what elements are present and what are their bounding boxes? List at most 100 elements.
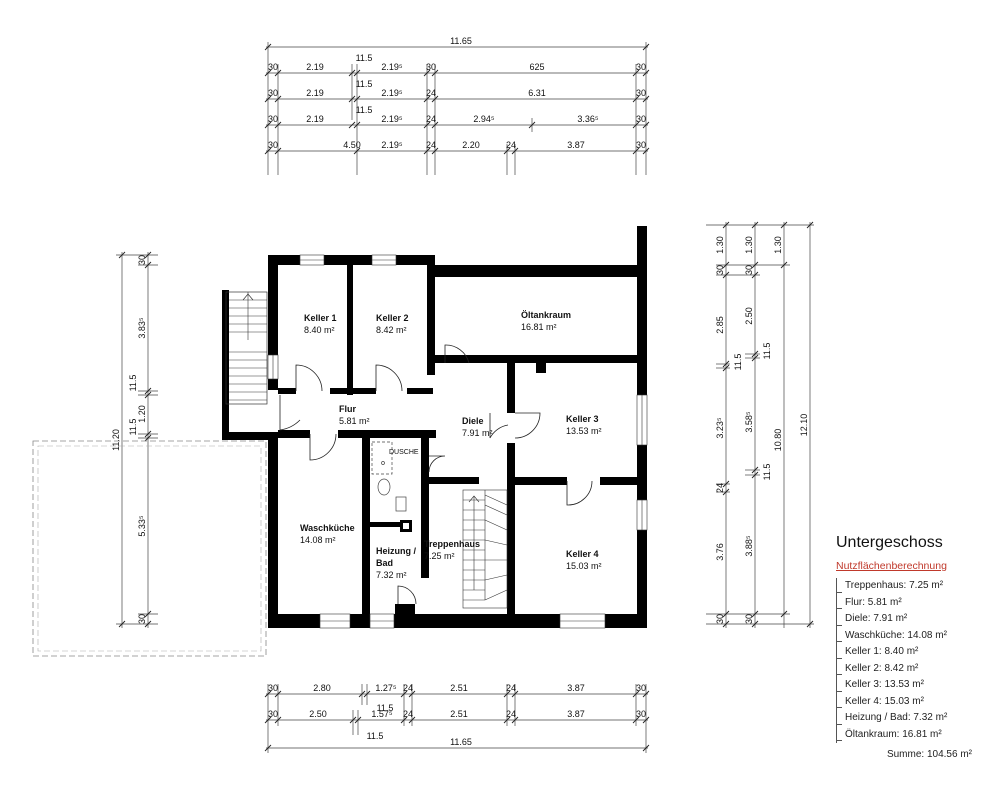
legend-subtitle: Nutzflächenberechnung (836, 560, 947, 572)
room-keller-1-name: Keller 1 (304, 313, 337, 323)
room-keller-4-name: Keller 4 (566, 549, 599, 559)
dim-bottom-r2-3: 24 (403, 709, 413, 719)
room-keller-3-name: Keller 3 (566, 414, 599, 424)
room-flur-area: 5.81 m² (339, 416, 370, 426)
dim-left-2: 11.5 (128, 375, 138, 392)
dim-right-c1-3: 11.5 (733, 354, 743, 371)
walls (268, 226, 647, 628)
room-diele-name: Diele (462, 416, 484, 426)
dim-top-r2-0: 30 (268, 88, 278, 98)
dim-top-r3-7: 30 (636, 114, 646, 124)
dim-top-r3-3: 2.19⁵ (381, 114, 403, 124)
legend-item: Keller 3: 13.53 m² (837, 677, 986, 694)
top-dimensions: 11.65 30 2.19 11.5 2.19⁵ 30 625 30 30 2.… (264, 36, 650, 175)
plan-title: Untergeschoss (836, 534, 943, 551)
dim-right-c2-7: 30 (744, 614, 754, 624)
room-labels: Keller 1 8.40 m² Keller 2 8.42 m² Öltank… (300, 310, 602, 580)
dim-right-c2-4: 3.58⁵ (744, 411, 754, 433)
dim-top-r4-4: 2.20 (462, 140, 480, 150)
left-dimensions: 11.20 30 3.83⁵ 11.5 1.20 11.5 5.33⁵ 30 (111, 251, 158, 628)
dim-right-c2-3: 11.5 (762, 343, 772, 360)
dim-bottom-overall: 11.65 (450, 737, 472, 747)
dim-bottom-r2-5: 24 (506, 709, 516, 719)
doors (279, 344, 593, 605)
dim-top-r4-2: 2.19⁵ (381, 140, 403, 150)
dim-top-r2-2: 11.5 (356, 79, 373, 89)
dim-right-c1-5: 24 (715, 483, 725, 493)
dim-left-6: 30 (137, 614, 147, 624)
dim-top-r4-0: 30 (268, 140, 278, 150)
dim-bottom-r1-1: 2.80 (313, 683, 331, 693)
dim-top-r1-6: 30 (636, 62, 646, 72)
dim-top-r4-5: 24 (506, 140, 516, 150)
dim-top-r1-3: 2.19⁵ (381, 62, 403, 72)
dim-right-c1-0: 1.30 (715, 236, 725, 254)
room-treppenhaus-area: 7.25 m² (424, 551, 455, 561)
dim-left-1: 3.83⁵ (137, 317, 147, 339)
dim-bottom-r1-4: 2.51 (450, 683, 468, 693)
legend-list: Treppenhaus: 7.25 m² Flur: 5.81 m² Diele… (836, 578, 986, 743)
dim-top-r2-4: 24 (426, 88, 436, 98)
dim-right-c1-1: 30 (715, 265, 725, 275)
dim-right-c2-1: 30 (744, 265, 754, 275)
legend-sum: Summe: 104.56 m² (886, 749, 972, 760)
dim-bottom-r1-extra: 11.5 (377, 703, 394, 713)
room-keller-1-area: 8.40 m² (304, 325, 335, 335)
dim-top-r2-6: 30 (636, 88, 646, 98)
dim-bottom-r2-0: 30 (268, 709, 278, 719)
dim-top-r3-2: 11.5 (356, 105, 373, 115)
dim-right-c2-0: 1.30 (744, 236, 754, 254)
dim-left-5: 5.33⁵ (137, 515, 147, 537)
room-heizung-area: 7.32 m² (376, 570, 407, 580)
windows (267, 254, 648, 629)
interior-stair (462, 489, 508, 609)
dim-bottom-r2-6: 3.87 (567, 709, 585, 719)
dim-top-r2-5: 6.31 (528, 88, 546, 98)
dim-top-r3-6: 3.36⁵ (577, 114, 599, 124)
dim-bottom-r2-7: 30 (636, 709, 646, 719)
fixture-label-dusche: DUSCHE (389, 449, 419, 456)
legend-item: Öltankraum: 16.81 m² (837, 727, 986, 744)
dim-right-c2-2: 2.50 (744, 307, 754, 325)
dim-left-0: 30 (137, 255, 147, 265)
dim-right-c3-2: 12.10 (799, 414, 809, 437)
dim-top-r2-3: 2.19⁵ (381, 88, 403, 98)
legend-item: Keller 2: 8.42 m² (837, 661, 986, 678)
dim-bottom-r1-7: 30 (636, 683, 646, 693)
dim-right-c1-2: 2.85 (715, 316, 725, 334)
dim-left-4: 11.5 (128, 419, 138, 436)
room-oeltankraum-area: 16.81 m² (521, 322, 557, 332)
dim-top-r4-7: 30 (636, 140, 646, 150)
dim-right-c1-6: 3.76 (715, 543, 725, 561)
room-heizung-name: Heizung / (376, 546, 416, 556)
dim-bottom-r2-extra: 11.5 (367, 731, 384, 741)
exterior-stair (222, 290, 268, 440)
room-diele-area: 7.91 m² (462, 428, 493, 438)
dim-right-c2-5: 11.5 (762, 464, 772, 481)
dim-bottom-r1-5: 24 (506, 683, 516, 693)
legend-item: Heizung / Bad: 7.32 m² (837, 710, 986, 727)
dim-right-c1-7: 30 (715, 614, 725, 624)
dim-top-r1-2: 11.5 (356, 53, 373, 63)
dim-top-r2-1: 2.19 (306, 88, 324, 98)
dim-bottom-r2-4: 2.51 (450, 709, 468, 719)
dim-right-c3-1: 10.80 (773, 429, 783, 452)
room-heizung-name2: Bad (376, 558, 393, 568)
dim-right-c1-4: 3.23⁵ (715, 417, 725, 439)
room-keller-2-name: Keller 2 (376, 313, 409, 323)
room-waschkueche-area: 14.08 m² (300, 535, 336, 545)
dim-top-r3-5: 2.94⁵ (473, 114, 495, 124)
dim-top-r1-1: 2.19 (306, 62, 324, 72)
dim-bottom-r2-2: 1.57⁵ (371, 709, 393, 719)
bottom-dimensions: 30 2.80 1.27⁵ 24 2.51 24 3.87 30 11.5 30… (264, 683, 650, 753)
room-keller-4-area: 15.03 m² (566, 561, 602, 571)
terrace-outline (32, 440, 267, 657)
dim-top-r4-1: 4.50 (343, 140, 361, 150)
dim-top-r3-0: 30 (268, 114, 278, 124)
room-keller-3-area: 13.53 m² (566, 426, 602, 436)
dim-bottom-r1-3: 24 (403, 683, 413, 693)
dim-top-r1-4: 30 (426, 62, 436, 72)
dim-left-overall: 11.20 (111, 429, 121, 451)
dim-top-overall: 11.65 (450, 36, 472, 46)
